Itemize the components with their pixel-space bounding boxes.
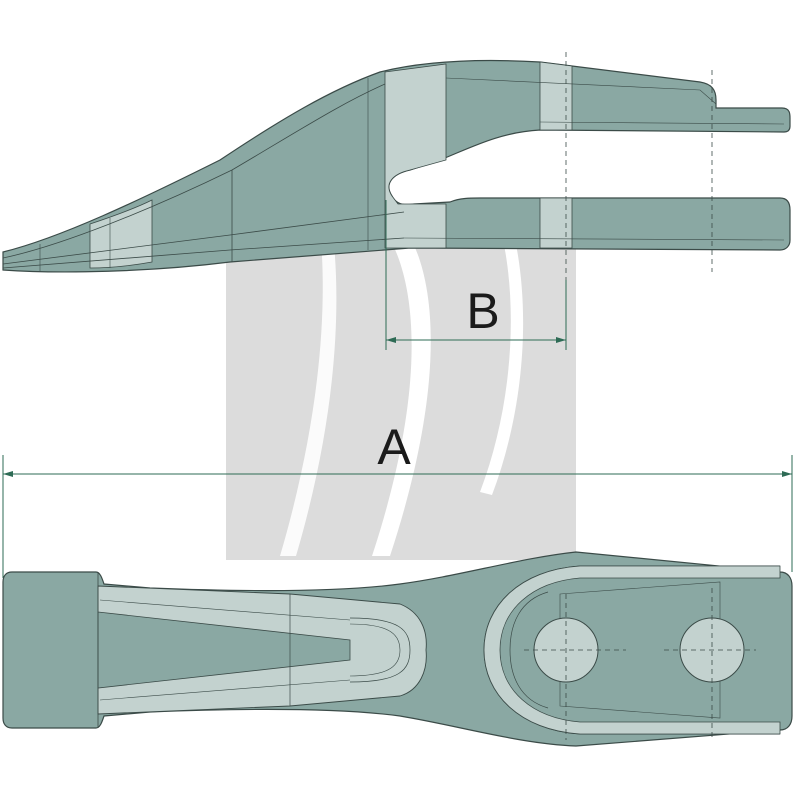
dimension-a: A [2, 419, 793, 578]
top-u-collar-light [483, 565, 781, 735]
dimension-b-label: B [466, 283, 499, 339]
side-light-band-2 [539, 61, 573, 249]
side-light-band-1 [384, 63, 447, 249]
dimension-b: B [385, 200, 567, 350]
top-view [2, 551, 793, 747]
grey-tine-watermark-icon [226, 208, 576, 560]
side-view [2, 52, 791, 282]
dimension-a-label: A [377, 419, 411, 475]
